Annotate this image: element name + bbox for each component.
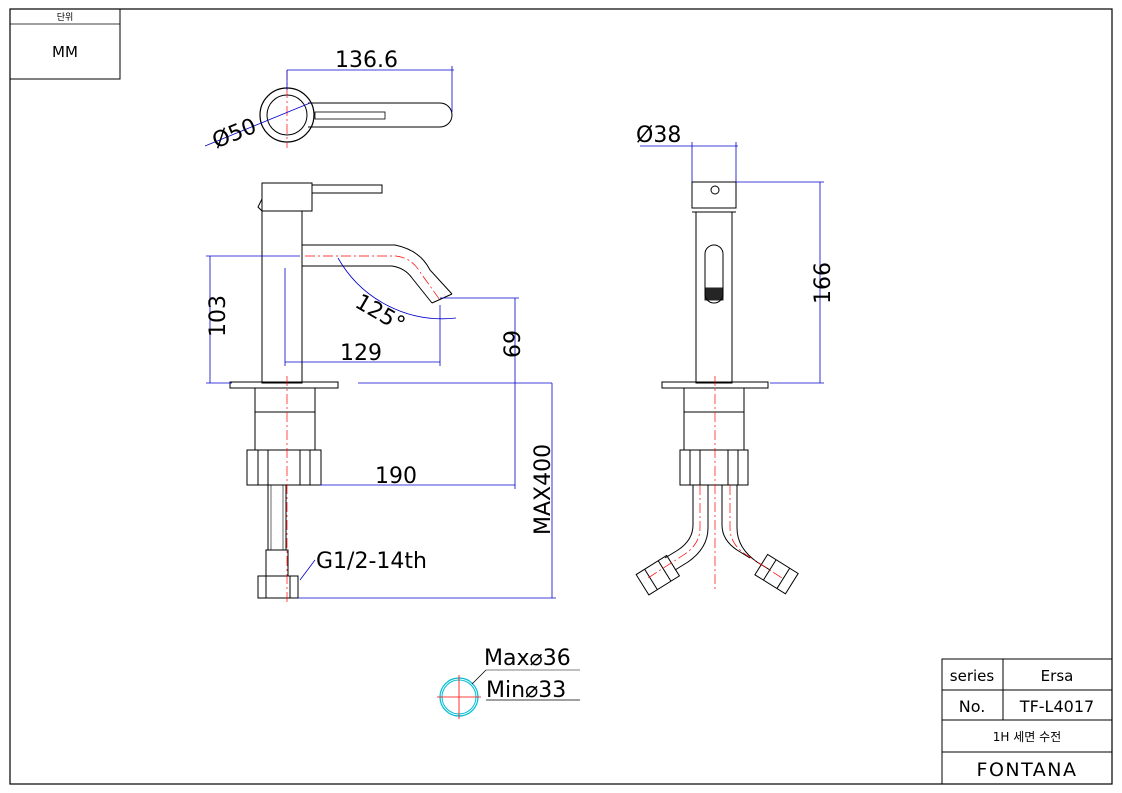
side-centerlines xyxy=(647,376,783,590)
dim-spout-height: 103 xyxy=(206,295,231,337)
dim-body-height: 166 xyxy=(811,262,836,304)
front-dimensions xyxy=(206,255,556,599)
no-label: No. xyxy=(959,697,986,716)
hole-symbol xyxy=(437,669,580,719)
front-view xyxy=(229,182,453,599)
hole-max: Max⌀36 xyxy=(484,646,571,671)
dim-spout-angle: 125° xyxy=(351,290,409,338)
brand-name: FONTANA xyxy=(977,759,1078,781)
series-label: series xyxy=(950,667,995,685)
dim-outlet-height: 69 xyxy=(501,330,526,358)
hole-min: Min⌀33 xyxy=(486,678,566,703)
dim-shank-reach: 190 xyxy=(375,464,417,489)
dim-thread: G1/2-14th xyxy=(316,549,427,574)
side-view xyxy=(635,181,799,596)
title-block xyxy=(941,658,1113,785)
dim-body-diameter: Ø38 xyxy=(636,123,681,148)
dim-top-width: 136.6 xyxy=(335,48,398,73)
unit-box: 단위 MM xyxy=(9,8,121,80)
unit-header: 단위 xyxy=(57,12,74,23)
no-value: TF-L4017 xyxy=(1019,697,1094,716)
front-centerlines xyxy=(286,255,441,604)
top-view xyxy=(204,66,454,148)
product-description: 1H 세면 수전 xyxy=(993,730,1061,744)
unit-value: MM xyxy=(52,43,78,61)
dim-head-diameter: Ø50 xyxy=(209,114,260,154)
drawing-frame xyxy=(9,8,1113,785)
side-dimensions xyxy=(640,142,824,384)
series-value: Ersa xyxy=(1041,667,1074,685)
dim-spout-reach: 129 xyxy=(340,341,382,366)
dim-max-length: MAX400 xyxy=(531,444,556,535)
